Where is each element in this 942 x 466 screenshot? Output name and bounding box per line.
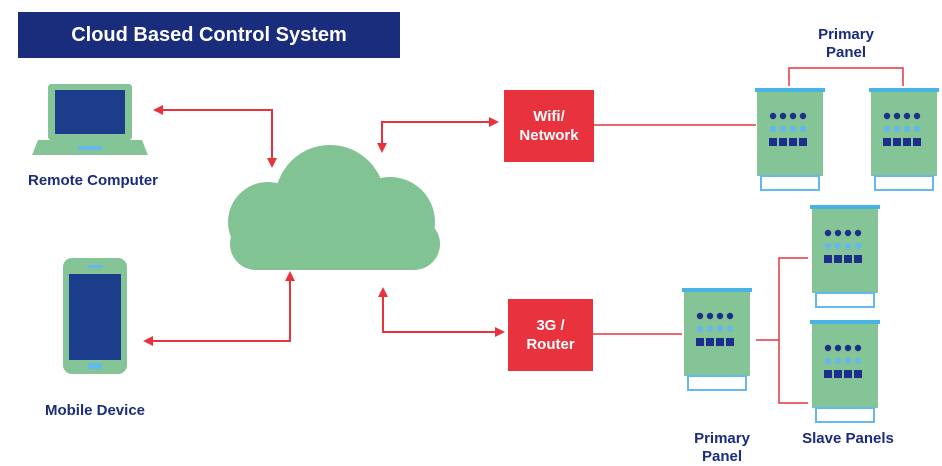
router-box: 3G / Router bbox=[508, 299, 593, 371]
diagram-title: Cloud Based Control System bbox=[18, 12, 400, 58]
wifi-network-box: Wifi/ Network bbox=[504, 90, 594, 162]
label-primary-panel-bottom: Primary Panel bbox=[694, 430, 750, 465]
cloud-icon bbox=[228, 145, 440, 270]
primary-panel-top-right bbox=[868, 87, 940, 191]
label-remote-computer: Remote Computer bbox=[27, 172, 158, 189]
laptop-icon bbox=[32, 84, 148, 155]
primary-panel-bottom bbox=[681, 287, 753, 391]
slave-panel-upper bbox=[809, 204, 881, 308]
label-slave-panels: Slave Panels bbox=[802, 430, 894, 447]
slave-panel-lower bbox=[809, 319, 881, 423]
label-mobile-device: Mobile Device bbox=[44, 402, 146, 419]
label-primary-panel-top: Primary Panel bbox=[818, 26, 874, 61]
arrow-connectors bbox=[143, 105, 505, 346]
smartphone-icon bbox=[63, 258, 127, 374]
primary-panel-top-left bbox=[754, 87, 826, 191]
link-lines bbox=[593, 67, 904, 404]
